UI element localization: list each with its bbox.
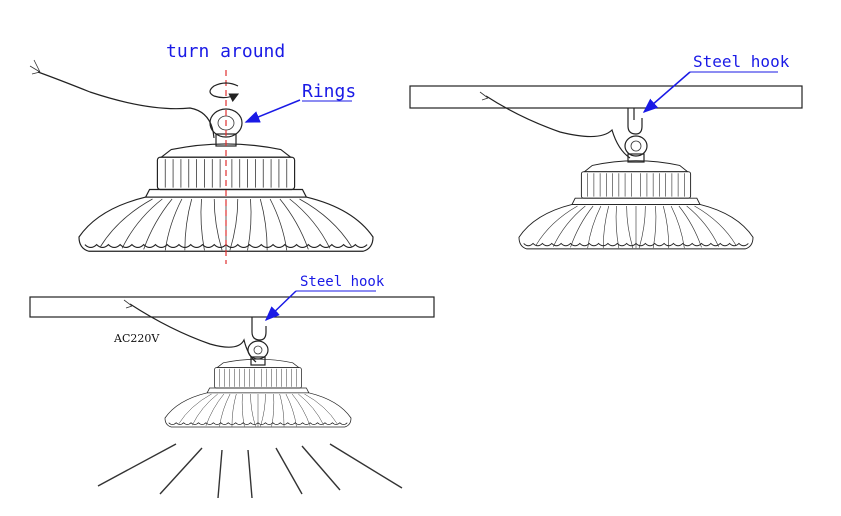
power-cable-2 [485, 95, 631, 159]
ceiling-beam-1 [409, 85, 803, 109]
ring-icon [209, 108, 243, 138]
power-cable [37, 71, 215, 139]
rings-label: Rings [302, 81, 356, 102]
ufo-lamp-2 [518, 160, 754, 250]
panel-rings-install: turn around Rings [29, 41, 374, 264]
steel-hook-icon-2 [251, 317, 267, 341]
ufo-lamp-3 [164, 358, 352, 428]
panel-hook-with-light: AC220V Steel hook [29, 274, 435, 499]
steel-hook-pointer-icon [642, 71, 691, 113]
panel-steel-hook-install: Steel hook [409, 52, 803, 250]
turn-around-label: turn around [166, 41, 285, 62]
voltage-label: AC220V [113, 332, 160, 345]
light-rays [97, 443, 403, 499]
ceiling-beam-2 [29, 296, 435, 318]
rings-pointer-icon [244, 99, 301, 123]
steel-hook-pointer-icon-2 [264, 290, 297, 322]
steel-hook-icon [627, 108, 643, 135]
steel-hook-label-1: Steel hook [693, 52, 790, 71]
rotation-arrow-icon [209, 82, 240, 103]
steel-hook-label-2: Steel hook [300, 274, 385, 290]
